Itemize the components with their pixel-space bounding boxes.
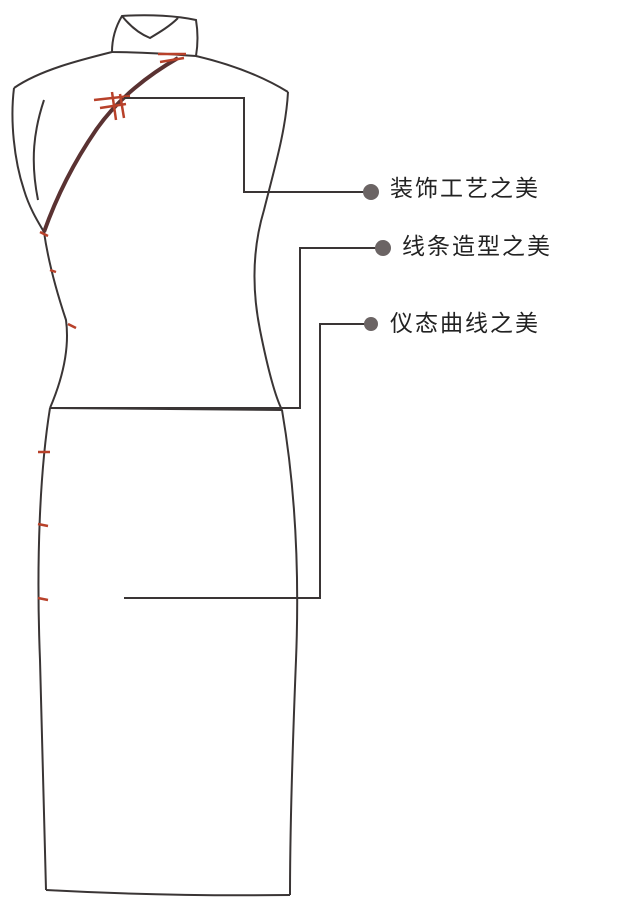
placket-line xyxy=(42,56,179,233)
collar xyxy=(110,14,199,58)
leader-line-contour xyxy=(54,247,380,409)
leader-line-posture xyxy=(124,323,368,599)
leader-lines xyxy=(54,97,380,599)
leader-line-decoration xyxy=(124,97,368,193)
callout-label-posture-curve: 仪态曲线之美 xyxy=(390,311,540,337)
dress-outline xyxy=(11,51,299,897)
frog-button-collar xyxy=(158,52,186,64)
callout-label-line-form: 线条造型之美 xyxy=(402,234,552,260)
frog-buttons xyxy=(37,52,186,602)
bullet-dot xyxy=(375,240,391,256)
bullet-dot xyxy=(364,317,378,331)
bullet-dot xyxy=(363,184,379,200)
side-button-marks xyxy=(37,230,77,602)
callout-bullets xyxy=(363,184,391,331)
callout-label-decoration-craft: 装饰工艺之美 xyxy=(390,176,540,202)
frog-button-chest xyxy=(93,91,131,121)
